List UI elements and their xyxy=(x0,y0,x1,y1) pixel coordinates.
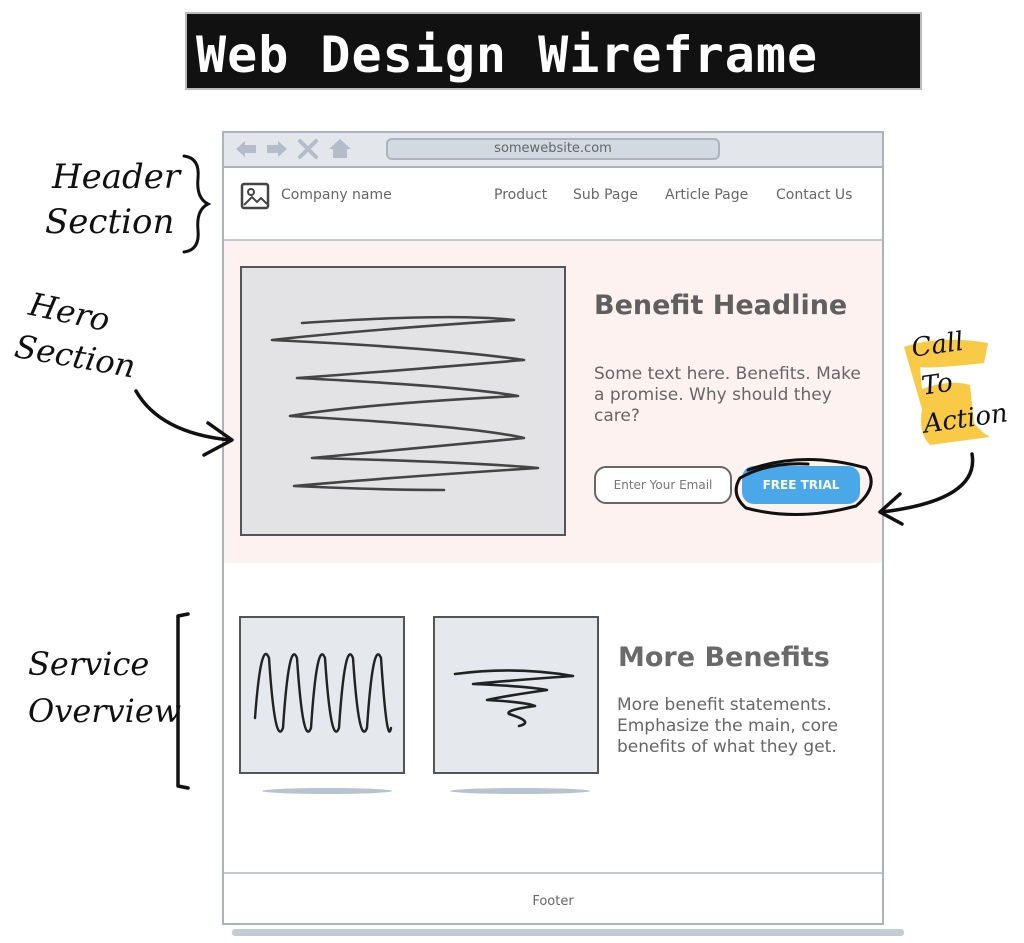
service-bracket xyxy=(176,612,190,790)
annotation-service-line2: Overview xyxy=(28,692,182,730)
card-shadow xyxy=(262,788,392,794)
diagram-title: Web Design Wireframe xyxy=(196,26,819,84)
url-bar[interactable] xyxy=(386,138,720,160)
image-icon xyxy=(240,182,270,210)
cta-highlight xyxy=(904,339,990,445)
annotation-service-line1: Service xyxy=(28,645,150,683)
footer-text: Footer xyxy=(532,894,574,909)
annotation-header-line2: Section xyxy=(45,202,175,242)
annotation-header-line1: Header xyxy=(52,157,181,197)
annotation-cta-line2: To xyxy=(919,367,955,402)
forward-arrow-icon[interactable] xyxy=(263,135,291,163)
service-card-2 xyxy=(433,616,599,774)
header-divider xyxy=(224,239,882,241)
footer-divider xyxy=(224,872,882,874)
hero-headline: Benefit Headline xyxy=(594,290,848,321)
email-input[interactable] xyxy=(594,466,732,504)
nav-article-page[interactable]: Article Page xyxy=(665,187,749,203)
home-icon[interactable] xyxy=(326,135,354,163)
nav-sub-page[interactable]: Sub Page xyxy=(573,187,638,203)
card-shadow xyxy=(450,788,590,794)
hero-body-text: Some text here. Benefits. Make a promise… xyxy=(594,364,861,426)
cta-arrow xyxy=(878,452,975,526)
close-icon[interactable] xyxy=(294,135,322,163)
nav-contact-us[interactable]: Contact Us xyxy=(776,187,853,203)
services-body-text: More benefit statements. Emphasize the m… xyxy=(617,695,839,757)
annotation-cta-line1: Call xyxy=(909,326,966,364)
header-brace xyxy=(182,154,212,254)
browser-shadow xyxy=(232,929,904,936)
scribble-icon xyxy=(270,315,540,492)
nav-product[interactable]: Product xyxy=(494,187,548,203)
company-name: Company name xyxy=(281,187,392,203)
service-card-1 xyxy=(239,616,405,774)
url-text: somewebsite.com xyxy=(494,141,612,156)
title-banner xyxy=(185,12,922,90)
scribble-icon xyxy=(453,669,575,728)
annotation-hero-line2: Section xyxy=(11,327,139,386)
hero-image-placeholder xyxy=(240,266,566,536)
hero-arrow xyxy=(134,389,234,457)
annotation-hero-line1: Hero xyxy=(25,285,114,340)
services-headline: More Benefits xyxy=(618,642,830,673)
free-trial-button[interactable]: FREE TRIAL xyxy=(742,466,860,504)
cta-circle-mark xyxy=(734,458,873,517)
back-arrow-icon[interactable] xyxy=(232,135,260,163)
scribble-icon xyxy=(253,652,393,733)
